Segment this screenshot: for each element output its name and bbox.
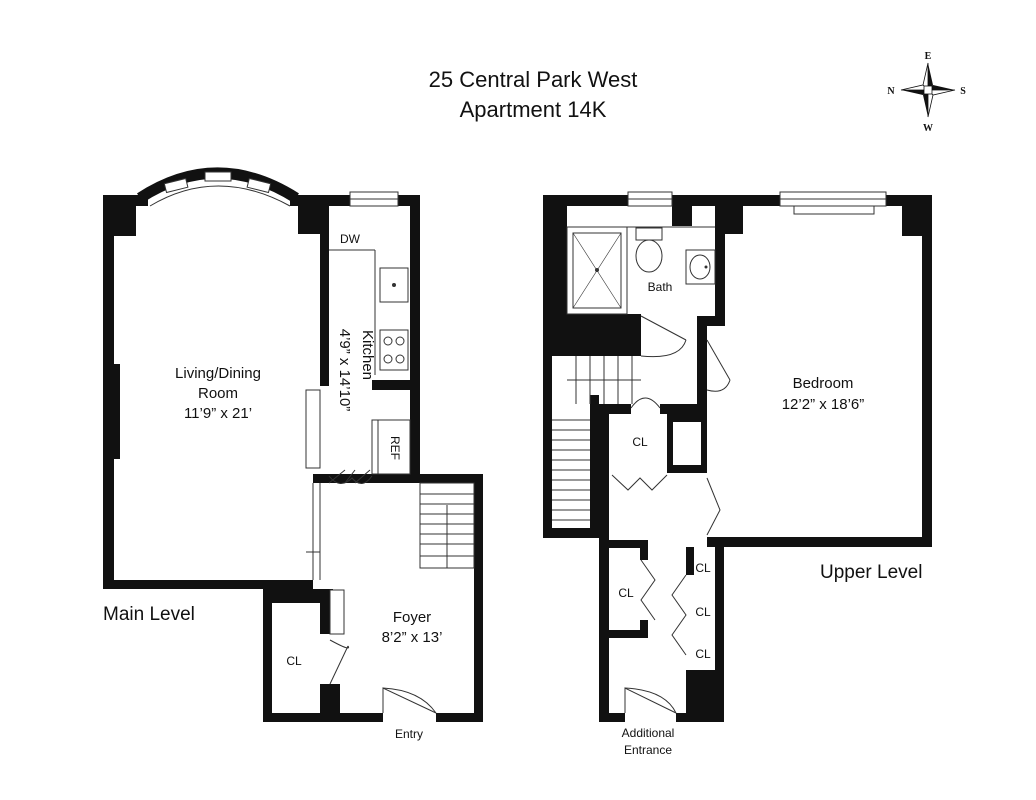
upper-level-label: Upper Level [820, 562, 922, 583]
title-apartment: Apartment 14K [460, 97, 607, 122]
upper-stairs [552, 356, 641, 521]
kitchen-dims: 4’9” x 14’10” [336, 329, 353, 412]
closet-label-1: CL [632, 435, 648, 449]
compass-east: E [925, 51, 932, 62]
foyer-dims: 8’2” x 13’ [382, 629, 443, 646]
closet-label-2: CL [618, 586, 634, 600]
main-level-label: Main Level [103, 604, 195, 625]
compass-north: N [887, 86, 895, 97]
bedroom-dims: 12’2” x 18’6” [782, 396, 865, 413]
kitchen-fixtures [328, 249, 411, 484]
upper-doors [611, 339, 731, 714]
additional-entrance-label-2: Entrance [624, 743, 672, 757]
bath-fixtures [566, 226, 716, 358]
main-level-walls [103, 195, 483, 722]
closet-label-4: CL [695, 605, 711, 619]
foyer-name: Foyer [393, 609, 431, 626]
kitchen-name: Kitchen [359, 330, 376, 380]
entry-label: Entry [395, 727, 423, 741]
closet-label-3: CL [695, 561, 711, 575]
title-address: 25 Central Park West [429, 67, 638, 92]
compass-west: W [923, 123, 933, 134]
bath-label: Bath [648, 280, 673, 294]
additional-entrance-label: Additional [622, 726, 675, 740]
living-room-name: Living/Dining [175, 365, 261, 382]
dishwasher-label: DW [340, 232, 361, 246]
compass-south: S [960, 86, 966, 97]
living-room-name-2: Room [198, 385, 238, 402]
upper-level-walls [543, 195, 932, 722]
fridge-label: REF [388, 436, 402, 460]
main-stairs [419, 482, 475, 569]
kitchen-window [349, 191, 399, 207]
compass-rose-icon [900, 62, 956, 118]
foyer-doors [329, 589, 437, 714]
upper-windows [627, 191, 887, 215]
closet-label-5: CL [695, 647, 711, 661]
bay-window [137, 167, 299, 207]
living-room-openings [305, 389, 321, 580]
bedroom-name: Bedroom [793, 375, 854, 392]
foyer-closet-label: CL [286, 654, 302, 668]
living-room-dims: 11’9” x 21’ [184, 405, 252, 422]
